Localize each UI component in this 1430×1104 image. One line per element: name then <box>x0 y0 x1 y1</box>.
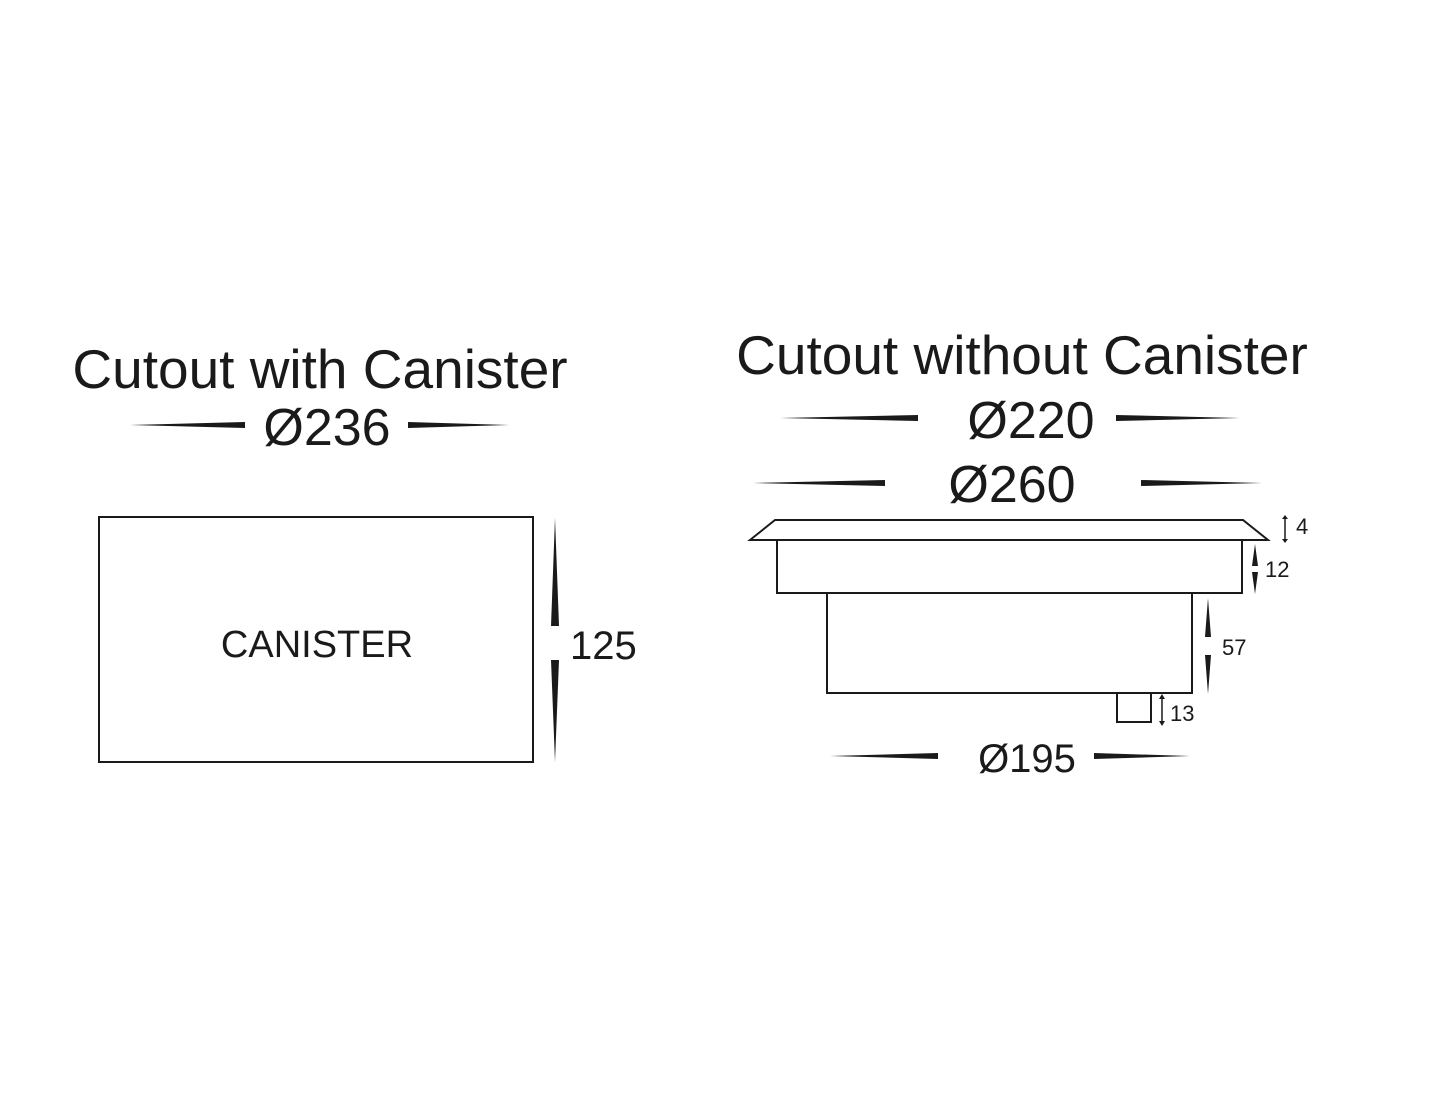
body-height-label: 57 <box>1222 635 1246 660</box>
left-title: Cutout with Canister <box>72 338 567 400</box>
fixture-body <box>826 592 1193 694</box>
bottom-diameter-line-left <box>830 753 938 759</box>
ring-height-dimension <box>1252 544 1258 594</box>
bottom-diameter-line-right <box>1094 753 1190 759</box>
canister-box <box>98 516 534 763</box>
right-drawing: Cutout without Canister Ø220 Ø260 4 12 <box>736 324 1308 781</box>
flange-diameter-label: Ø260 <box>948 456 1075 514</box>
right-title: Cutout without Canister <box>736 324 1308 386</box>
bottom-diameter-label: Ø195 <box>978 737 1076 781</box>
flange-diameter-line-left <box>753 480 885 486</box>
canister-label: CANISTER <box>221 624 413 666</box>
fixture-flange <box>747 519 1271 541</box>
top-diameter-line-right <box>1116 415 1240 421</box>
fixture-ring <box>776 539 1243 594</box>
left-height-line-top <box>551 518 559 626</box>
left-height-line-bottom <box>551 660 559 762</box>
ring-height-label: 12 <box>1265 557 1289 582</box>
flange-height-dimension <box>1282 515 1288 543</box>
gland-height-dimension <box>1159 694 1165 726</box>
left-drawing: Cutout with Canister Ø236 CANISTER 125 <box>72 338 637 763</box>
fixture-cable-gland <box>1116 692 1152 723</box>
flange-height-label: 4 <box>1296 514 1308 539</box>
top-diameter-line-left <box>780 415 918 421</box>
top-diameter-label: Ø220 <box>967 392 1094 450</box>
left-diameter-label: Ø236 <box>263 399 390 457</box>
flange-diameter-line-right <box>1141 480 1262 486</box>
left-diameter-line-right <box>408 422 510 428</box>
body-height-dimension <box>1205 598 1211 694</box>
left-diameter-line-left <box>130 422 245 428</box>
left-height-label: 125 <box>570 624 637 668</box>
gland-height-label: 13 <box>1170 701 1194 726</box>
